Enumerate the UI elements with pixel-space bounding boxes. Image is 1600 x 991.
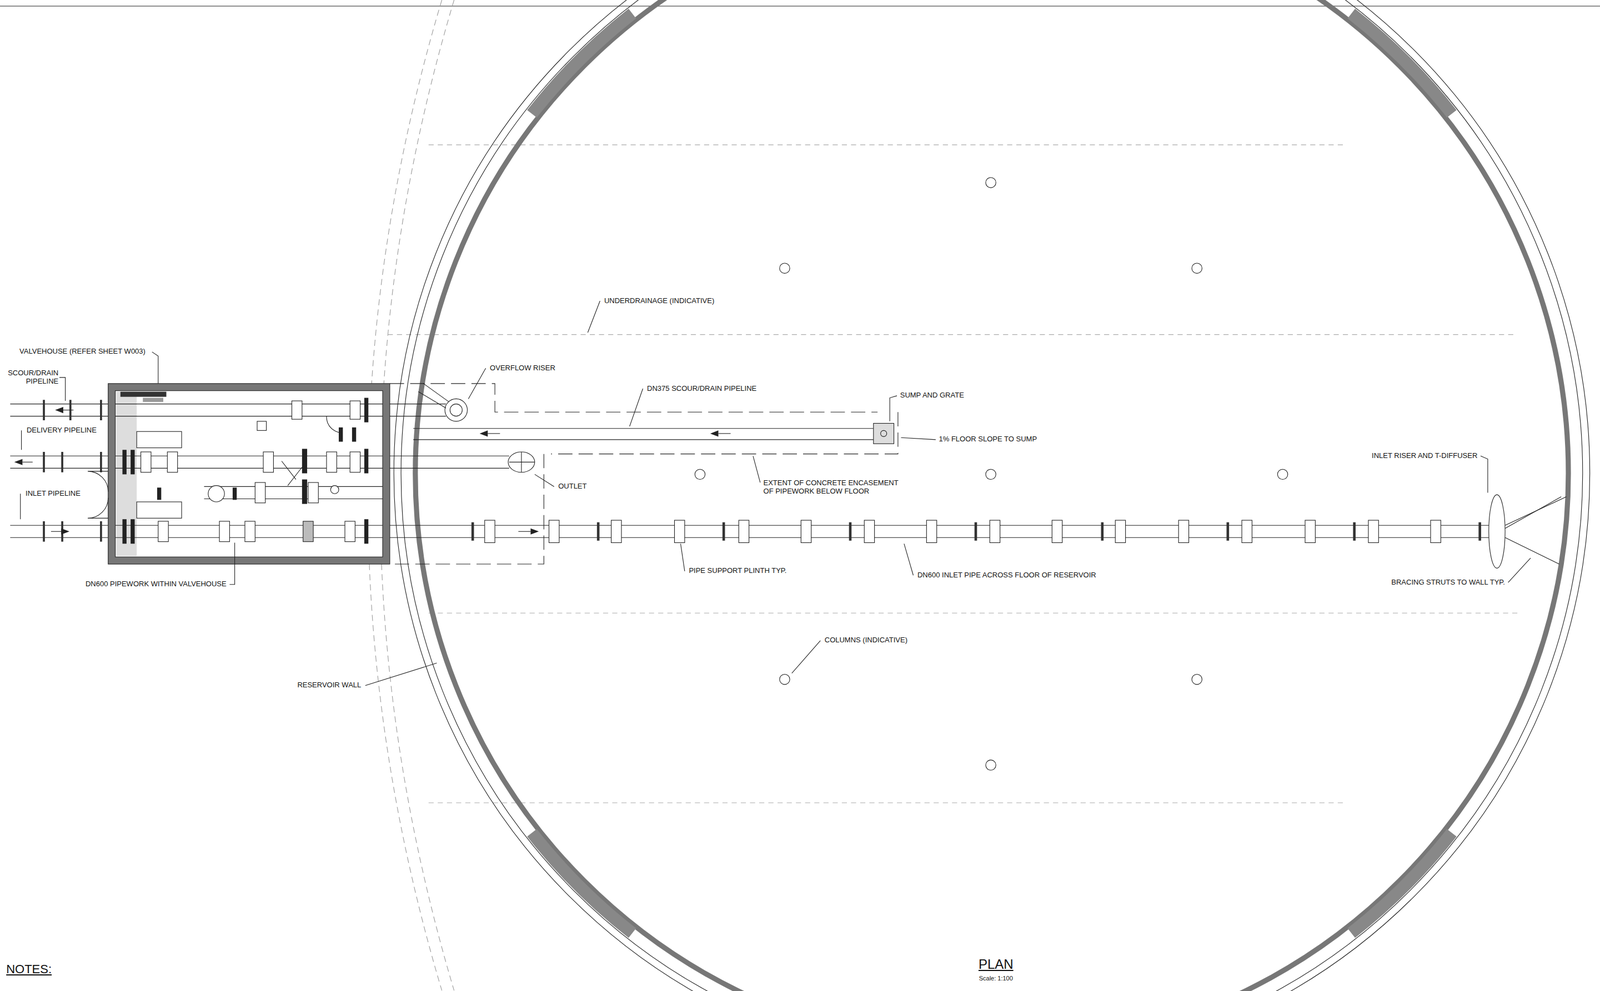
drawing-title: PLAN xyxy=(976,956,1016,973)
callout-label: INLET PIPELINE xyxy=(24,489,82,499)
callout-label: SCOUR/DRAIN PIPELINE xyxy=(2,369,60,386)
callout-label: DELIVERY PIPELINE xyxy=(25,426,98,435)
callout-label: 1% FLOOR SLOPE TO SUMP xyxy=(938,435,1039,444)
callout-label: RESERVOIR WALL xyxy=(296,681,363,690)
callout-label: INLET RISER AND T-DIFFUSER xyxy=(1370,452,1479,461)
callout-label: UNDERDRAINAGE (INDICATIVE) xyxy=(603,297,716,306)
callout-label: OVERFLOW RISER xyxy=(488,364,557,373)
callout-label: DN600 INLET PIPE ACROSS FLOOR OF RESERVO… xyxy=(916,571,1098,580)
callout-label: DN600 PIPEWORK WITHIN VALVEHOUSE xyxy=(84,580,228,589)
callout-label: BRACING STRUTS TO WALL TYP. xyxy=(1390,578,1507,588)
callout-label: VALVEHOUSE (REFER SHEET W003) xyxy=(18,347,147,356)
notes-heading: NOTES: xyxy=(4,962,53,977)
scale-caption: Scale: 1:100 xyxy=(977,975,1015,983)
callout-label: PIPE SUPPORT PLINTH TYP. xyxy=(687,567,788,576)
callout-label: COLUMNS (INDICATIVE) xyxy=(823,636,909,645)
callout-label: DN375 SCOUR/DRAIN PIPELINE xyxy=(645,384,758,394)
callout-label: EXTENT OF CONCRETE ENCASEMENT OF PIPEWOR… xyxy=(762,479,908,496)
callout-label: SUMP AND GRATE xyxy=(899,391,966,400)
callout-label: OUTLET xyxy=(557,482,588,491)
